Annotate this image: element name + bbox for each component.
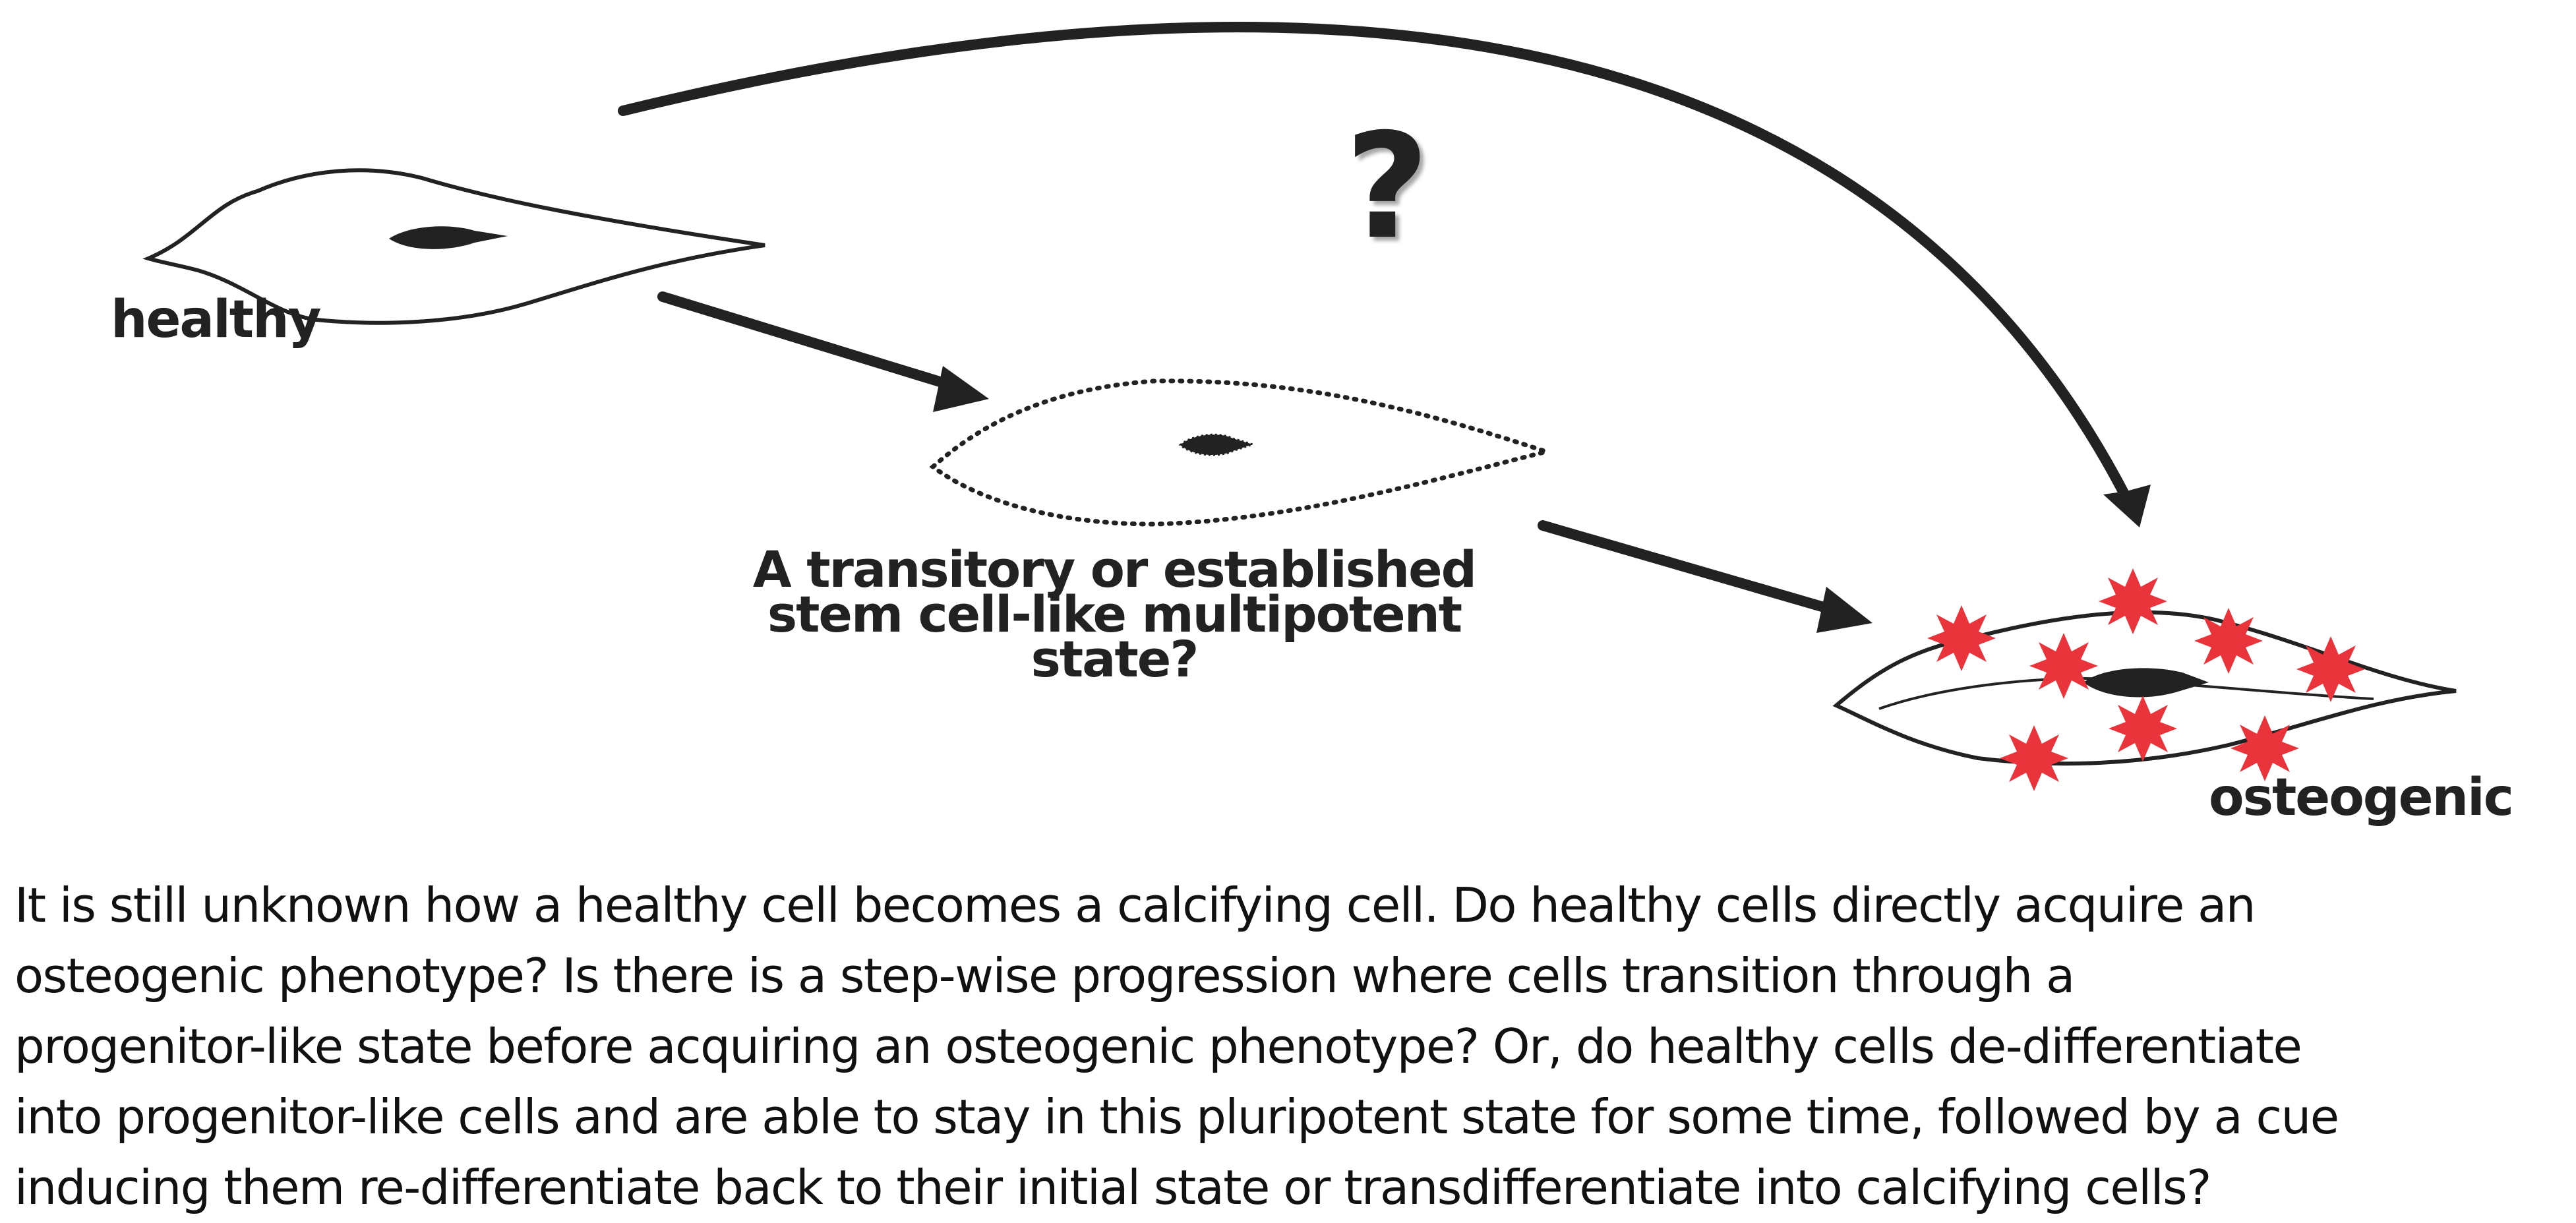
- label-intermediate-state: A transitory or established stem cell-li…: [686, 540, 1543, 688]
- label-intermediate-line: stem cell-like multipotent: [767, 585, 1462, 643]
- arrow-to-intermediate-head: [933, 366, 989, 412]
- caption-line: into progenitor-like cells and are able …: [15, 1089, 2339, 1145]
- arrow-direct: [618, 22, 2132, 503]
- cell-transition-diagram: [142, 22, 2457, 791]
- healthy-cell: [142, 168, 765, 325]
- transition-arrows: [618, 22, 2151, 633]
- osteogenic-nucleus: [2083, 668, 2209, 698]
- label-intermediate-line: state?: [1031, 630, 1199, 688]
- label-intermediate-line: A transitory or established: [752, 540, 1477, 599]
- label-healthy: healthy: [111, 290, 321, 349]
- intermediate-nucleus: [1178, 433, 1256, 456]
- arrow-direct-head: [2103, 485, 2151, 527]
- healthy-nucleus: [389, 226, 508, 249]
- question-mark: ?: [1345, 102, 1429, 271]
- arrow-to-intermediate: [657, 291, 958, 391]
- figure-caption: It is still unknown how a healthy cell b…: [15, 870, 2566, 1223]
- osteogenic-cell: [1832, 568, 2457, 791]
- caption-line: It is still unknown how a healthy cell b…: [15, 878, 2256, 933]
- arrow-to-osteogenic: [1538, 520, 1838, 615]
- caption-line: osteogenic phenotype? Is there is a step…: [15, 948, 2075, 1003]
- label-osteogenic: osteogenic: [2209, 768, 2514, 827]
- caption-line: progenitor-like state before acquiring a…: [15, 1019, 2302, 1074]
- caption-line: inducing them re-differentiate back to t…: [15, 1160, 2211, 1215]
- intermediate-cell: [929, 378, 1555, 527]
- arrow-to-osteogenic-head: [1816, 587, 1872, 633]
